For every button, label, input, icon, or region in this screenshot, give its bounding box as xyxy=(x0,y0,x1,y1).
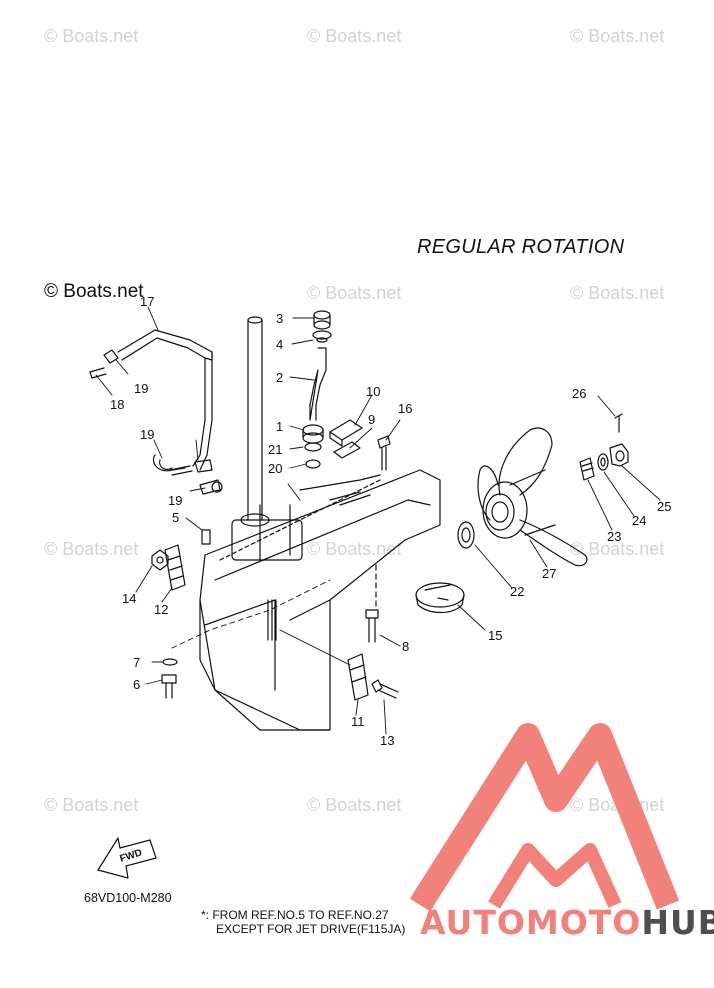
part-label: 18 xyxy=(110,397,124,412)
watermark: © Boats.net xyxy=(570,26,665,46)
part-label: 10 xyxy=(366,384,380,399)
watermark: © Boats.net xyxy=(307,283,402,303)
spacer xyxy=(457,521,475,549)
automotohub-logo-icon xyxy=(409,723,680,912)
thrust-washer xyxy=(415,582,465,614)
bolt-washer xyxy=(161,658,178,699)
bolt xyxy=(377,435,391,471)
part-label: 24 xyxy=(632,513,646,528)
part-label: 26 xyxy=(572,386,586,401)
fwd-arrow-icon xyxy=(97,837,157,879)
part-number-labels: 1 2 3 4 5 6 7 8 9 10 11 12 13 14 15 16 1… xyxy=(110,294,671,748)
part-label: 13 xyxy=(380,733,394,748)
part-label: 5 xyxy=(172,510,179,525)
watermark: © Boats.net xyxy=(570,283,665,303)
leader-lines xyxy=(95,306,661,735)
prop-hardware xyxy=(579,413,629,481)
part-label: 7 xyxy=(133,655,140,670)
brand-part-1: AUTOMOTO xyxy=(420,903,642,942)
watermark: © Boats.net xyxy=(307,795,402,815)
part-label: 27 xyxy=(542,566,556,581)
brand-part-2: HUB xyxy=(641,903,714,942)
part-label: 25 xyxy=(657,499,671,514)
part-label: 9 xyxy=(368,412,375,427)
watermark: © Boats.net xyxy=(570,539,665,559)
part-label: 3 xyxy=(276,311,283,326)
watermark: © Boats.net xyxy=(44,539,139,559)
water-tube xyxy=(117,329,213,471)
diagram-heading: REGULAR ROTATION xyxy=(417,236,625,258)
anode xyxy=(151,544,186,591)
watermark: © Boats.net xyxy=(307,539,402,559)
part-label: 6 xyxy=(133,677,140,692)
part-label: 19 xyxy=(140,427,154,442)
part-label: 16 xyxy=(398,401,412,416)
footnote: *: FROM REF.NO.5 TO REF.NO.27 EXCEPT FOR… xyxy=(201,908,405,936)
part-label: 11 xyxy=(351,714,365,729)
part-label: 8 xyxy=(402,639,409,654)
diagram-code: 68VD100-M280 xyxy=(84,891,172,905)
watermark-main: © Boats.net xyxy=(44,281,144,302)
brand-wordmark: AUTOMOTOHUB xyxy=(420,903,714,942)
drive-shaft xyxy=(240,316,270,527)
part-label: 15 xyxy=(488,628,502,643)
part-label: 23 xyxy=(607,529,621,544)
part-label: 2 xyxy=(276,370,283,385)
part-label: 21 xyxy=(268,442,282,457)
seals xyxy=(302,310,332,469)
plates xyxy=(329,419,363,459)
part-label: 17 xyxy=(140,294,154,309)
part-label: 20 xyxy=(268,461,282,476)
pin xyxy=(201,529,211,545)
part-label: 4 xyxy=(276,337,283,352)
footnote-line-1: *: FROM REF.NO.5 TO REF.NO.27 xyxy=(201,908,389,922)
propeller xyxy=(477,427,588,567)
lower-casing xyxy=(199,469,441,731)
watermark: © Boats.net xyxy=(44,26,139,46)
part-label: 12 xyxy=(154,602,168,617)
watermark: © Boats.net xyxy=(307,26,402,46)
part-label: 22 xyxy=(510,584,524,599)
bolt-long xyxy=(365,564,379,643)
part-label: 19 xyxy=(168,493,182,508)
hose-clip xyxy=(89,349,223,495)
trim-tab xyxy=(347,653,399,701)
part-label: 19 xyxy=(134,381,148,396)
watermark: © Boats.net xyxy=(44,795,139,815)
part-label: 14 xyxy=(122,591,136,606)
part-label: 1 xyxy=(276,419,283,434)
footnote-line-2: EXCEPT FOR JET DRIVE(F115JA) xyxy=(216,922,406,936)
